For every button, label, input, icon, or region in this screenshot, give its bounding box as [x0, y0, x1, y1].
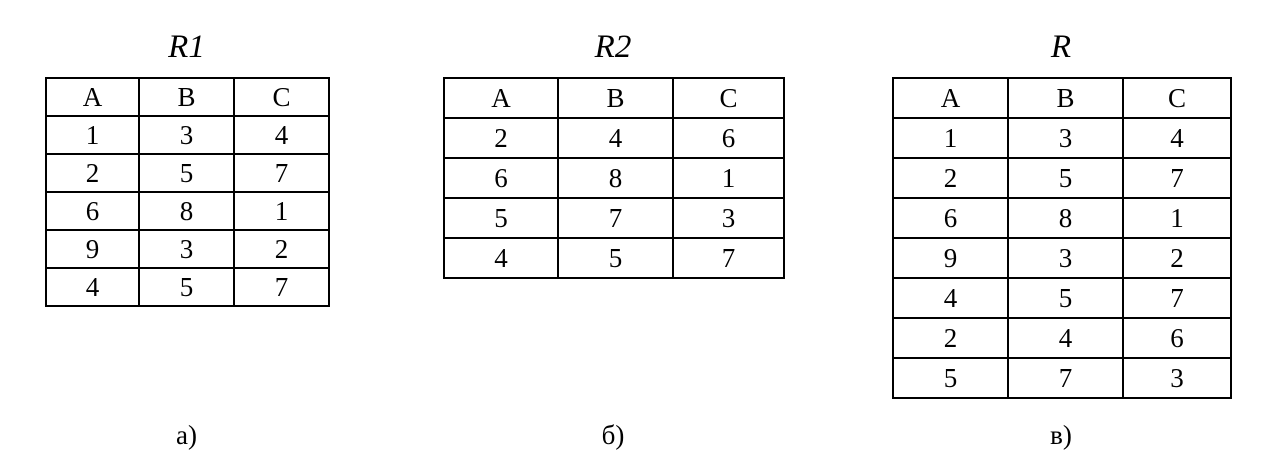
cell: 5 — [1007, 157, 1124, 199]
cell: 3 — [672, 197, 785, 239]
cell: 5 — [892, 357, 1009, 399]
panel-title-r: R — [1050, 29, 1072, 65]
cell: 6 — [892, 197, 1009, 239]
table-row: 4 5 7 — [443, 237, 785, 279]
panel-title-r2: R2 — [594, 29, 632, 65]
table-row: 6 8 1 — [45, 191, 330, 231]
cell: 6 — [672, 117, 785, 159]
cell: 2 — [443, 117, 559, 159]
cell: 8 — [1007, 197, 1124, 239]
column-header-a: A — [892, 77, 1009, 119]
cell: 3 — [138, 229, 235, 269]
column-header-c: C — [1122, 77, 1232, 119]
table-header-row: A B C — [443, 77, 785, 119]
column-header-c: C — [672, 77, 785, 119]
column-header-b: B — [1007, 77, 1124, 119]
cell: 2 — [892, 157, 1009, 199]
column-header-b: B — [138, 77, 235, 117]
column-header-a: A — [443, 77, 559, 119]
table-row: 5 7 3 — [892, 357, 1232, 399]
cell: 7 — [233, 153, 330, 193]
cell: 6 — [45, 191, 140, 231]
cell: 5 — [443, 197, 559, 239]
cell: 3 — [1007, 117, 1124, 159]
cell: 7 — [672, 237, 785, 279]
cell: 2 — [45, 153, 140, 193]
panel-caption-r2: б) — [601, 420, 625, 450]
table-row: 6 8 1 — [892, 197, 1232, 239]
table-header-row: A B C — [892, 77, 1232, 119]
cell: 1 — [45, 115, 140, 155]
cell: 1 — [1122, 197, 1232, 239]
column-header-a: A — [45, 77, 140, 117]
table-row: 2 4 6 — [892, 317, 1232, 359]
cell: 4 — [443, 237, 559, 279]
table-row: 2 5 7 — [892, 157, 1232, 199]
cell: 4 — [1007, 317, 1124, 359]
cell: 1 — [892, 117, 1009, 159]
cell: 6 — [443, 157, 559, 199]
cell: 5 — [1007, 277, 1124, 319]
cell: 9 — [892, 237, 1009, 279]
cell: 9 — [45, 229, 140, 269]
cell: 2 — [1122, 237, 1232, 279]
table-header-row: A B C — [45, 77, 330, 117]
table-row: 1 3 4 — [892, 117, 1232, 159]
table-row: 9 3 2 — [45, 229, 330, 269]
table-row: 2 5 7 — [45, 153, 330, 193]
cell: 8 — [557, 157, 674, 199]
cell: 7 — [557, 197, 674, 239]
cell: 7 — [1122, 157, 1232, 199]
cell: 4 — [892, 277, 1009, 319]
table-row: 2 4 6 — [443, 117, 785, 159]
cell: 1 — [672, 157, 785, 199]
cell: 4 — [1122, 117, 1232, 159]
cell: 3 — [138, 115, 235, 155]
panel-title-r1: R1 — [168, 29, 205, 65]
table-r: A B C 1 3 4 2 5 7 6 8 1 — [892, 77, 1232, 399]
cell: 4 — [45, 267, 140, 307]
cell: 2 — [892, 317, 1009, 359]
cell: 6 — [1122, 317, 1232, 359]
table-row: 4 5 7 — [892, 277, 1232, 319]
cell: 5 — [557, 237, 674, 279]
cell: 5 — [138, 267, 235, 307]
table-row: 4 5 7 — [45, 267, 330, 307]
table-row: 5 7 3 — [443, 197, 785, 239]
cell: 4 — [233, 115, 330, 155]
table-row: 1 3 4 — [45, 115, 330, 155]
column-header-b: B — [557, 77, 674, 119]
table-row: 9 3 2 — [892, 237, 1232, 279]
cell: 3 — [1122, 357, 1232, 399]
panel-caption-r: в) — [1050, 420, 1072, 450]
table-r2: A B C 2 4 6 6 8 1 5 7 3 — [443, 77, 785, 279]
column-header-c: C — [233, 77, 330, 117]
cell: 5 — [138, 153, 235, 193]
cell: 1 — [233, 191, 330, 231]
cell: 2 — [233, 229, 330, 269]
cell: 7 — [233, 267, 330, 307]
table-row: 6 8 1 — [443, 157, 785, 199]
cell: 7 — [1122, 277, 1232, 319]
panel-caption-r1: а) — [176, 420, 197, 450]
cell: 7 — [1007, 357, 1124, 399]
table-r1: A B C 1 3 4 2 5 7 6 8 1 — [45, 77, 330, 307]
cell: 4 — [557, 117, 674, 159]
cell: 8 — [138, 191, 235, 231]
cell: 3 — [1007, 237, 1124, 279]
